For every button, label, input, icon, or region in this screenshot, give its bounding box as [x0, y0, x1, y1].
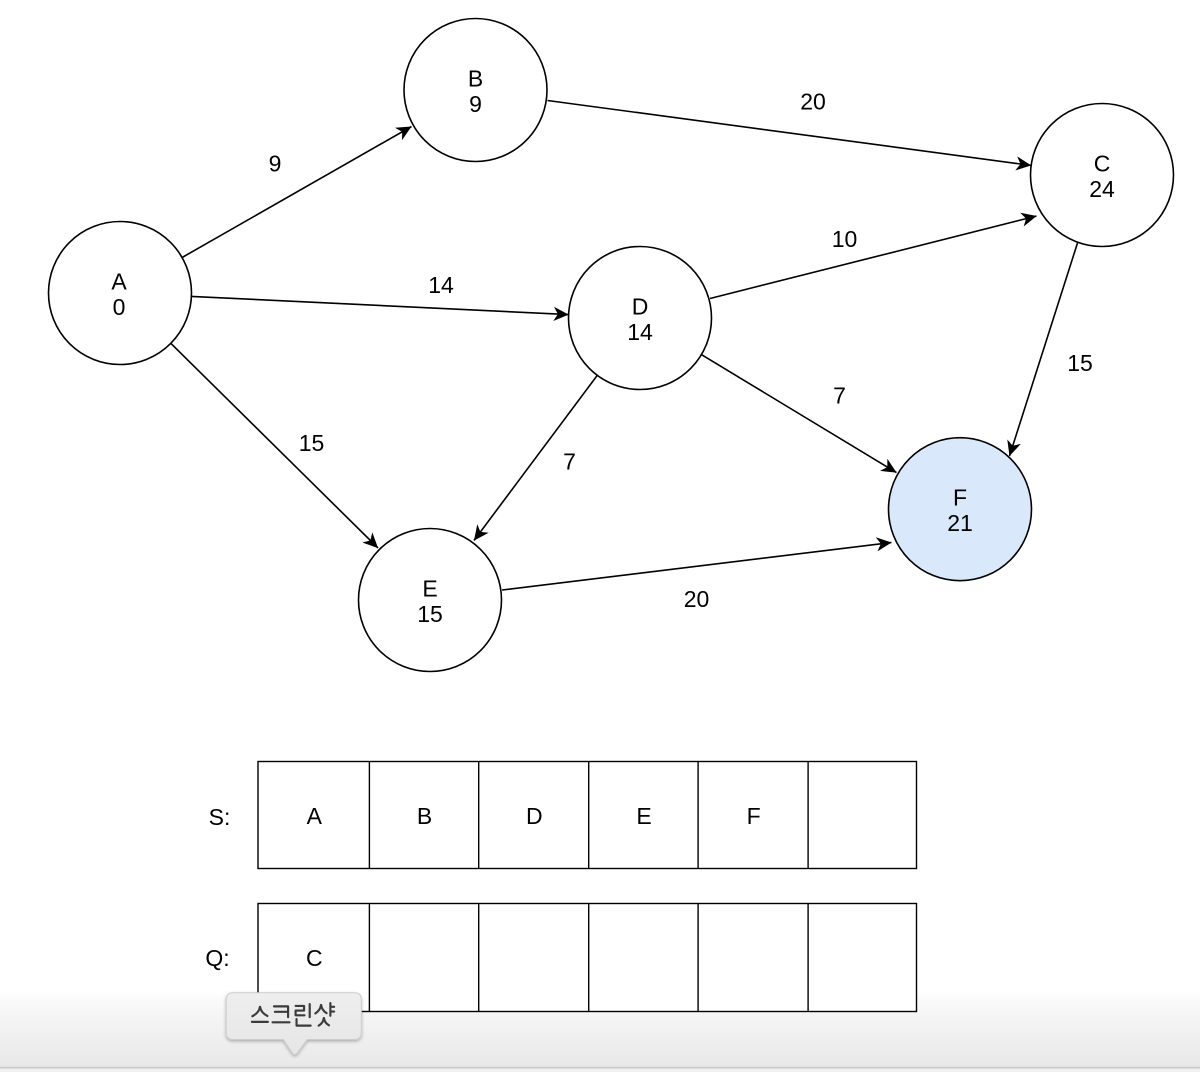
svg-text:20: 20	[684, 586, 710, 612]
svg-text:A: A	[307, 803, 323, 829]
svg-text:C: C	[1094, 151, 1111, 177]
svg-text:10: 10	[832, 226, 858, 252]
svg-text:9: 9	[269, 151, 282, 177]
svg-text:C: C	[306, 945, 323, 971]
svg-text:7: 7	[563, 449, 576, 475]
svg-text:D: D	[526, 803, 543, 829]
svg-text:15: 15	[299, 430, 325, 456]
svg-text:20: 20	[800, 89, 826, 115]
svg-text:15: 15	[1067, 350, 1093, 376]
svg-text:0: 0	[113, 294, 126, 320]
svg-text:S:: S:	[209, 804, 231, 830]
svg-text:15: 15	[417, 601, 443, 627]
svg-text:24: 24	[1089, 176, 1115, 202]
svg-text:21: 21	[947, 510, 973, 536]
svg-text:7: 7	[833, 383, 846, 409]
svg-text:F: F	[953, 485, 967, 511]
svg-text:Q:: Q:	[205, 945, 229, 971]
svg-text:14: 14	[627, 319, 653, 345]
svg-text:A: A	[111, 269, 127, 295]
svg-text:14: 14	[428, 272, 454, 298]
svg-text:B: B	[468, 66, 483, 92]
svg-text:F: F	[747, 803, 761, 829]
svg-text:D: D	[632, 294, 649, 320]
svg-text:B: B	[417, 803, 432, 829]
svg-text:E: E	[636, 803, 651, 829]
svg-text:E: E	[422, 576, 437, 602]
svg-text:9: 9	[469, 91, 482, 117]
